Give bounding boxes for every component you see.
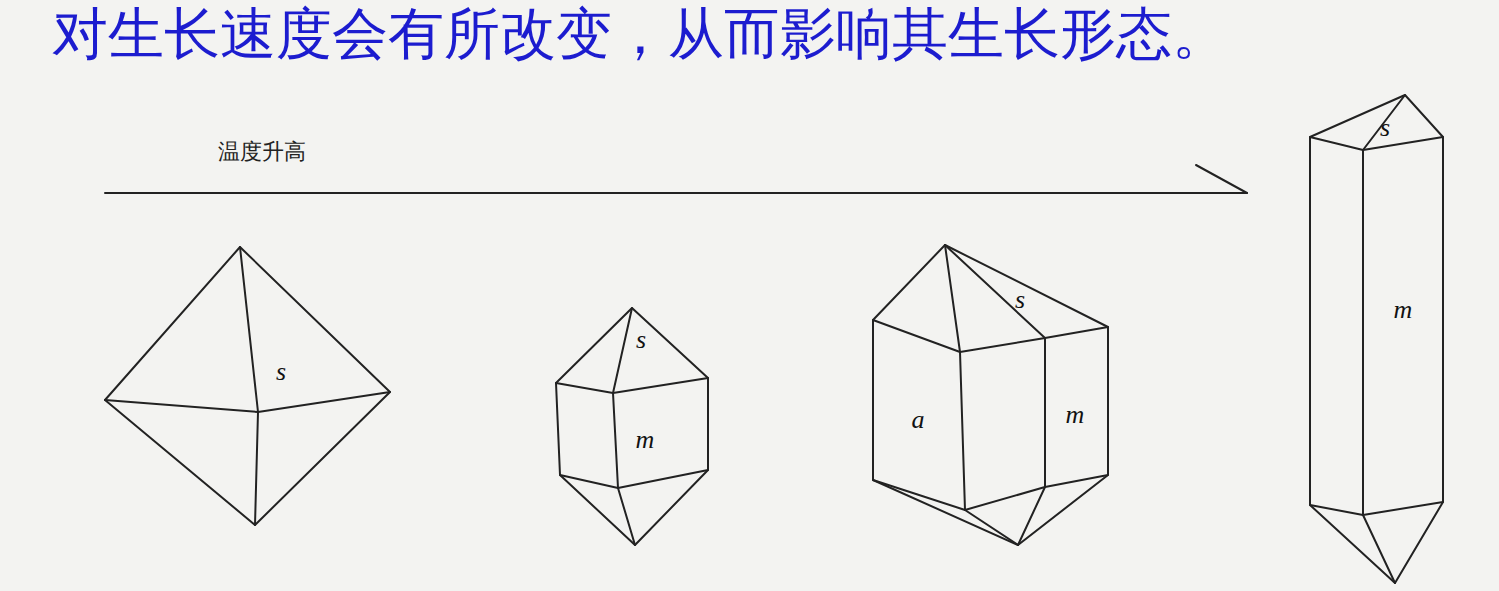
face-label: s [276,358,286,387]
face-label: m [1066,401,1085,430]
face-label: a [912,406,925,435]
arrow-label: 温度升高 [218,140,306,164]
face-label: m [1394,296,1413,325]
heading-text: 对生长速度会有所改变，从而影响其生长形态。 [52,3,1228,65]
face-label: s [1015,286,1025,315]
face-label: m [636,426,655,455]
face-label: s [1380,114,1390,143]
face-label: s [636,326,646,355]
